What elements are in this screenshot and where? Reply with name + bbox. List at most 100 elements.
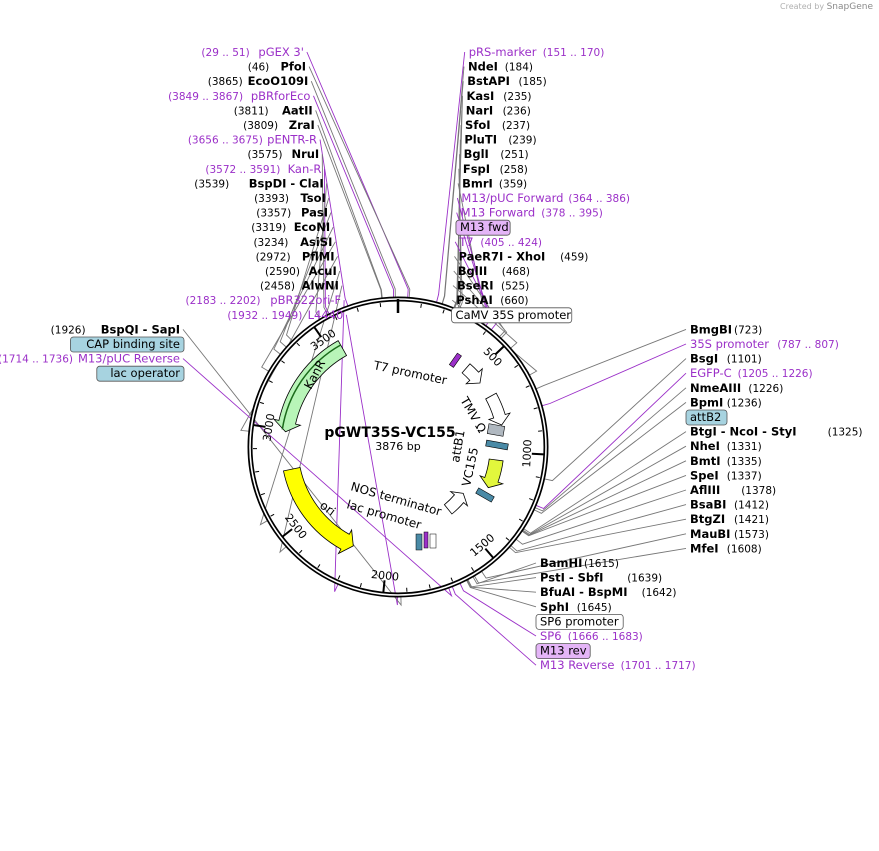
site-label-maubi: MauBI(1573) xyxy=(690,527,769,541)
site-name: NruI xyxy=(291,147,319,161)
site-label-pentr-r: pENTR-R (3656 .. 3675) xyxy=(188,133,317,147)
site-label-bspqi-sapi: BspQI - SapI(1926) xyxy=(51,322,180,336)
leader-line xyxy=(313,95,395,298)
site-label-m13-reverse: M13 Reverse(1701 .. 1717) xyxy=(540,658,696,672)
site-name: BspDI - ClaI xyxy=(249,176,324,190)
site-name: pRS-marker xyxy=(469,45,537,59)
site-label-afliii: AflIII(1378) xyxy=(690,483,776,497)
site-label-kan-r: Kan-R(3572 .. 3591) xyxy=(205,162,321,176)
site-position: (29 .. 51) xyxy=(201,47,249,59)
ruler-minor-tick xyxy=(270,513,275,517)
ruler-major-tick xyxy=(484,547,494,559)
site-label-bstapi: BstAPI(185) xyxy=(467,74,546,88)
leader-line xyxy=(315,183,328,320)
site-position: (1226) xyxy=(748,383,783,395)
site-name: PfoI xyxy=(280,60,306,74)
site-label-pfoi: PfoI (46) xyxy=(248,60,306,74)
site-position: (364 .. 386) xyxy=(568,193,630,205)
site-label-bspdi-clai: BspDI - ClaI(3539) xyxy=(194,176,323,190)
site-label-bmri: BmrI(359) xyxy=(462,176,527,190)
site-label-aatii: AatII(3811) xyxy=(234,103,313,117)
site-position: (251) xyxy=(500,149,528,161)
site-position: (459) xyxy=(560,251,588,263)
site-label-attb2: attB2 xyxy=(685,409,728,426)
ruler-label: 1500 xyxy=(468,531,498,559)
site-position: (2183 .. 2202) xyxy=(186,295,261,307)
site-position: (1331) xyxy=(727,441,762,453)
site-position: (1236) xyxy=(727,397,762,409)
site-label-ndei: NdeI(184) xyxy=(468,60,533,74)
site-label-kasi: KasI(235) xyxy=(467,89,532,103)
site-position: (3809) xyxy=(243,120,278,132)
site-name: T7 xyxy=(458,235,473,249)
site-name: FspI xyxy=(463,162,490,176)
site-position: (378 .. 395) xyxy=(541,208,603,220)
leader-line xyxy=(453,270,508,339)
sp6-marker xyxy=(423,531,429,549)
leader-line xyxy=(521,474,687,537)
ruler-minor-tick xyxy=(334,316,338,321)
ruler-minor-tick xyxy=(450,577,454,582)
lac-operator-marker xyxy=(415,533,423,551)
site-position: (1335) xyxy=(727,456,762,468)
site-position: (3234) xyxy=(253,237,288,249)
site-name: lac operator xyxy=(110,366,180,380)
site-name: BmgBI xyxy=(690,322,732,336)
site-name: NdeI xyxy=(468,60,498,74)
site-label-tsoi: TsoI(3393) xyxy=(254,191,326,205)
site-name: attB2 xyxy=(690,410,721,424)
site-name: NheI xyxy=(690,439,720,453)
site-label-pshai: PshAI(660) xyxy=(456,293,528,307)
site-position: (1666 .. 1683) xyxy=(568,631,643,643)
leader-line xyxy=(523,431,687,534)
site-position: (1412) xyxy=(734,500,769,512)
ruler-major-tick xyxy=(382,580,386,593)
site-label-m13-rev: M13 rev xyxy=(535,643,591,659)
site-label-camv-35s-promoter: CaMV 35S promoter xyxy=(451,307,573,324)
site-position: (1932 .. 1949) xyxy=(227,310,302,322)
leader-line xyxy=(467,577,537,588)
site-label-t7: T7(405 .. 424) xyxy=(458,235,542,249)
site-position: (3393) xyxy=(254,193,289,205)
site-label-fspi: FspI(258) xyxy=(463,162,528,176)
leader-line xyxy=(315,110,383,298)
site-box xyxy=(535,643,591,659)
site-position: (3656 .. 3675) xyxy=(188,135,263,147)
site-position: (1325) xyxy=(828,427,863,439)
site-label-nrui: NruI (3575) xyxy=(248,147,320,161)
leader-line xyxy=(510,504,687,552)
site-position: (46) xyxy=(248,62,270,74)
leader-line xyxy=(259,270,341,526)
site-label-nmeaiii: NmeAIII(1226) xyxy=(690,381,783,395)
ruler-major-tick xyxy=(494,345,505,356)
t7-promoter-arrow xyxy=(461,363,483,385)
site-position: (3319) xyxy=(251,222,286,234)
site-label-sphi: SphI(1645) xyxy=(540,600,612,614)
site-position: (3575) xyxy=(248,149,283,161)
site-position: (1573) xyxy=(734,529,769,541)
site-position: (1421) xyxy=(734,514,769,526)
feature-label-t7-promoter: T7 promoter xyxy=(371,358,448,387)
site-name: pENTR-R xyxy=(267,133,317,147)
site-label-bsabi: BsaBI(1412) xyxy=(690,498,769,512)
site-label-m13-puc-reverse: M13/pUC Reverse(1714 .. 1736) xyxy=(0,352,180,366)
site-name: pBRforEco xyxy=(251,89,311,103)
leader-line xyxy=(436,51,466,303)
leader-line xyxy=(536,372,687,510)
site-position: (237) xyxy=(502,120,530,132)
leader-line xyxy=(306,51,409,298)
site-name: BmtI xyxy=(690,454,721,468)
ruler-minor-tick xyxy=(471,567,474,572)
site-name: 35S promoter xyxy=(690,337,769,351)
site-name: AcuI xyxy=(309,264,337,278)
site-label-bsgi: BsgI(1101) xyxy=(690,352,762,366)
site-position: (3572 .. 3591) xyxy=(205,164,280,176)
site-position: (660) xyxy=(500,295,528,307)
ruler-major-tick xyxy=(313,326,323,338)
site-position: (3357) xyxy=(256,208,291,220)
ruler-minor-tick xyxy=(255,470,260,473)
site-position: (2590) xyxy=(265,266,300,278)
ruler-label: 2000 xyxy=(370,568,399,584)
nos-terminator-arrow xyxy=(443,490,469,515)
